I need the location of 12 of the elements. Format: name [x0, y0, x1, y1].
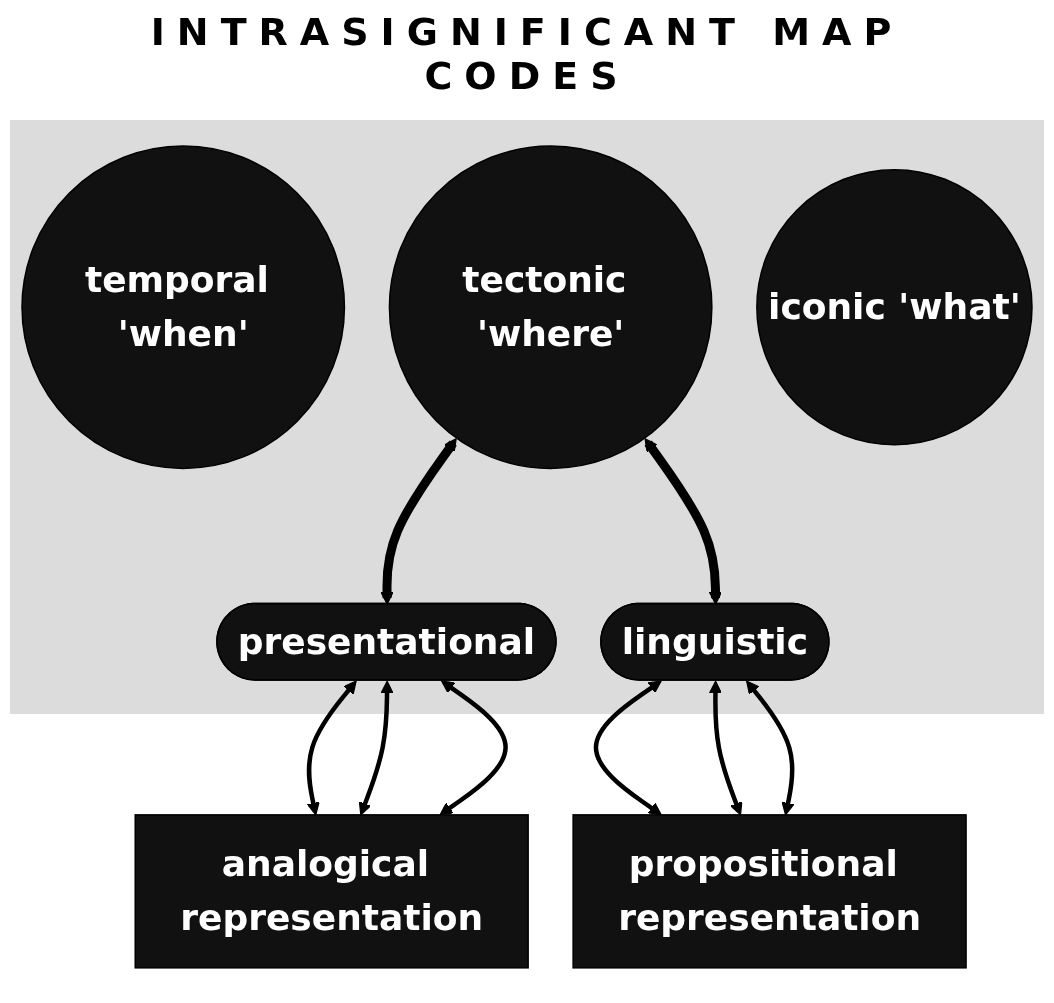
arrow	[439, 679, 508, 816]
diagram-title: INTRASIGNIFICANT MAP CODES	[149, 10, 905, 98]
node-box: propositional representation	[572, 813, 967, 969]
arrow	[593, 679, 662, 816]
node-circle: tectonic 'where'	[388, 144, 713, 469]
node-box: analogical representation	[134, 813, 529, 969]
arrow	[306, 680, 357, 816]
arrow	[708, 680, 743, 816]
arrow	[358, 680, 394, 816]
arrow	[746, 680, 795, 816]
node-circle: iconic 'what'	[756, 168, 1033, 446]
node-circle: temporal 'when'	[21, 144, 346, 469]
